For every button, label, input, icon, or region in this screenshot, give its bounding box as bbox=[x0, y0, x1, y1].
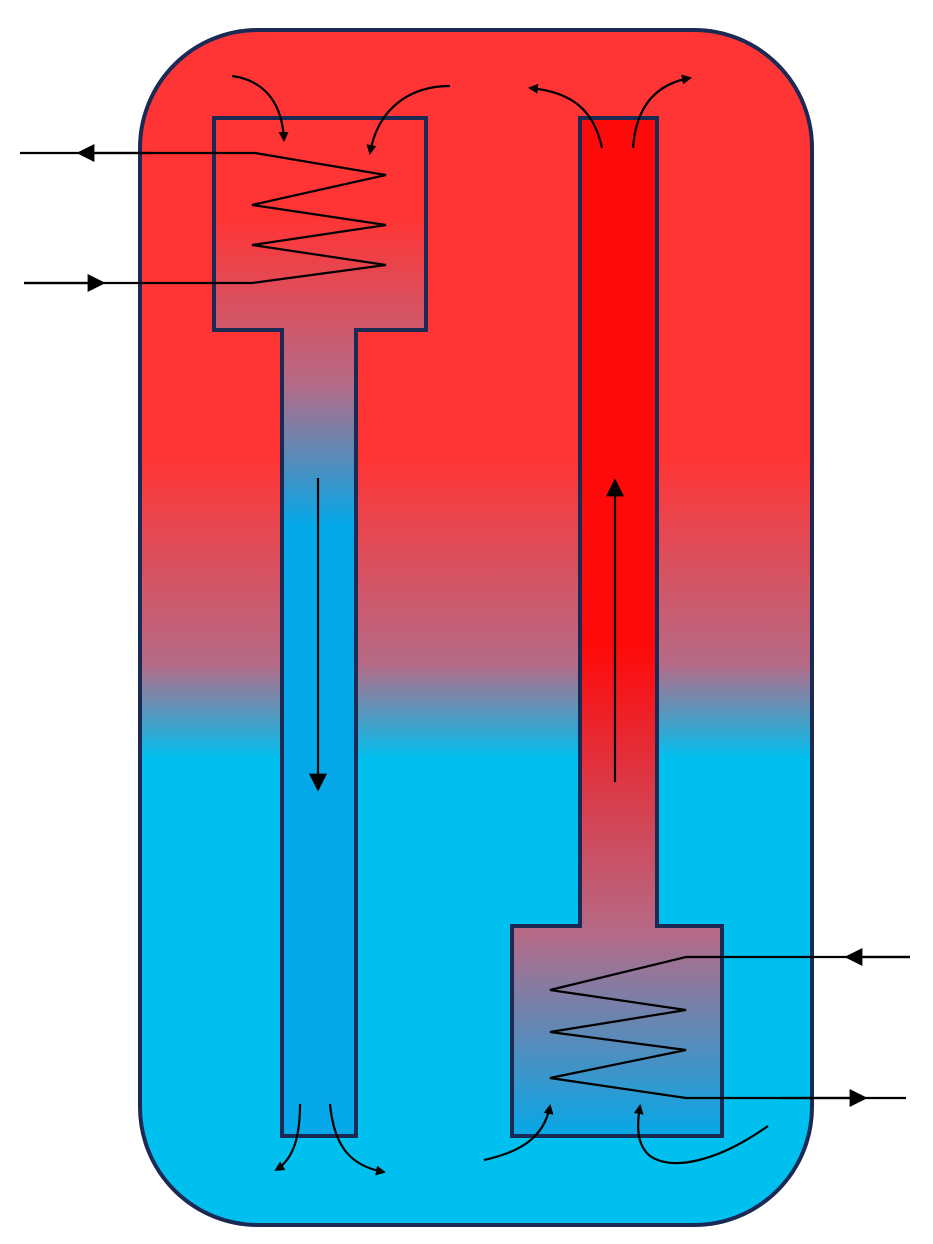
lower-coil bbox=[549, 955, 910, 1100]
upper-housing-inflow-arrow-right bbox=[366, 84, 451, 155]
downflow-duct-outflow-arrow-right bbox=[328, 1103, 386, 1176]
upflow-duct-and-lower-coil-housing bbox=[510, 116, 724, 1138]
upflow-duct-outflow-arrow-right bbox=[631, 74, 692, 149]
downflow-duct-outflow-arrow-left bbox=[274, 1103, 302, 1172]
lower-housing-inflow-arrow-left bbox=[483, 1104, 554, 1162]
upflow-duct-outflow-arrow-left bbox=[528, 83, 604, 149]
upper-coil-housing-and-downflow-duct bbox=[212, 116, 428, 1138]
lower-housing-inflow-arrow-right bbox=[633, 1104, 769, 1164]
upper-housing-inflow-arrow-left bbox=[231, 74, 289, 142]
upper-coil bbox=[20, 151, 387, 285]
